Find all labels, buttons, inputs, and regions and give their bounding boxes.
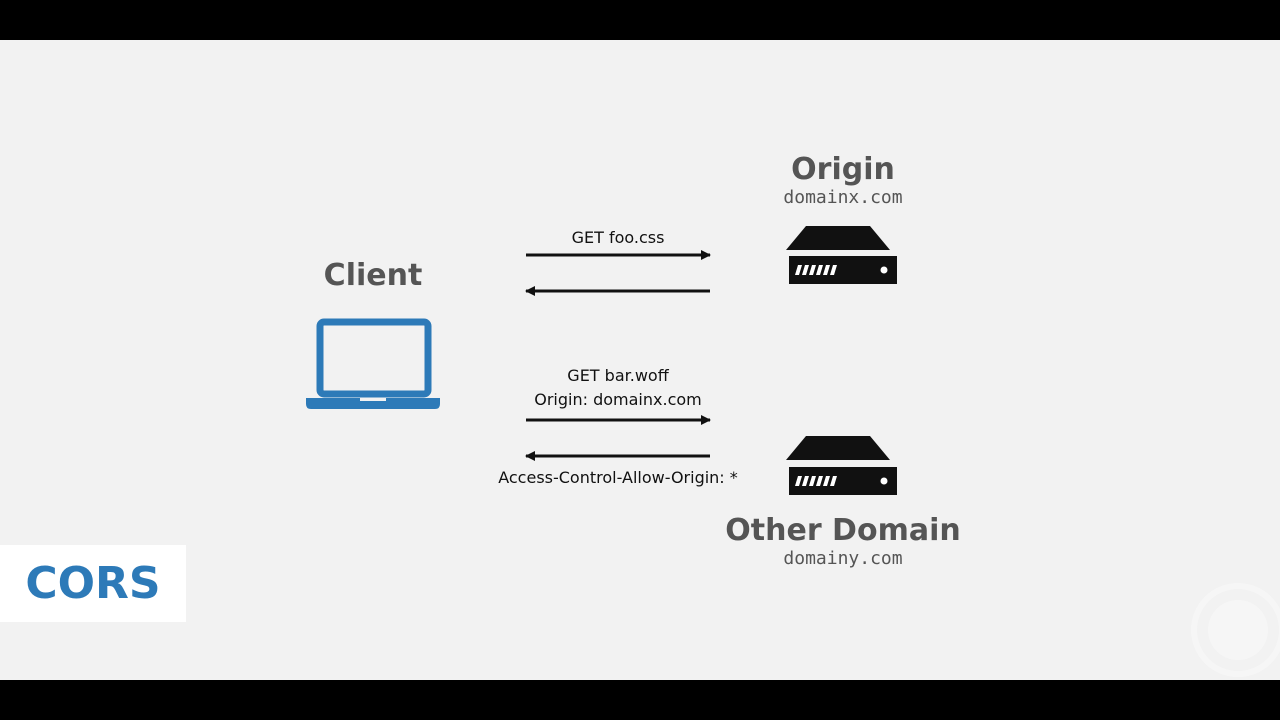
request-label-line1: GET bar.woff [567,366,669,385]
cors-badge-label: CORS [25,558,161,609]
client-title: Client [323,258,423,293]
other-domain-domain: domainy.com [783,548,903,569]
origin-domain: domainx.com [783,187,903,208]
cors-badge: CORS [0,545,186,622]
server-icon [786,436,897,495]
server-icon [786,226,897,284]
laptop-icon [306,318,440,409]
watermark-icon [1191,583,1280,677]
request-label-line2: Origin: domainx.com [534,390,702,409]
response-label: Access-Control-Allow-Origin: * [498,468,738,487]
other-domain-title: Other Domain [725,513,961,548]
diagram-graphics [306,226,1280,677]
diagram-canvas: Client Origin domainx.com Other Domain d… [0,40,1280,680]
request-label: GET foo.css [571,228,665,247]
origin-title: Origin [791,152,895,187]
